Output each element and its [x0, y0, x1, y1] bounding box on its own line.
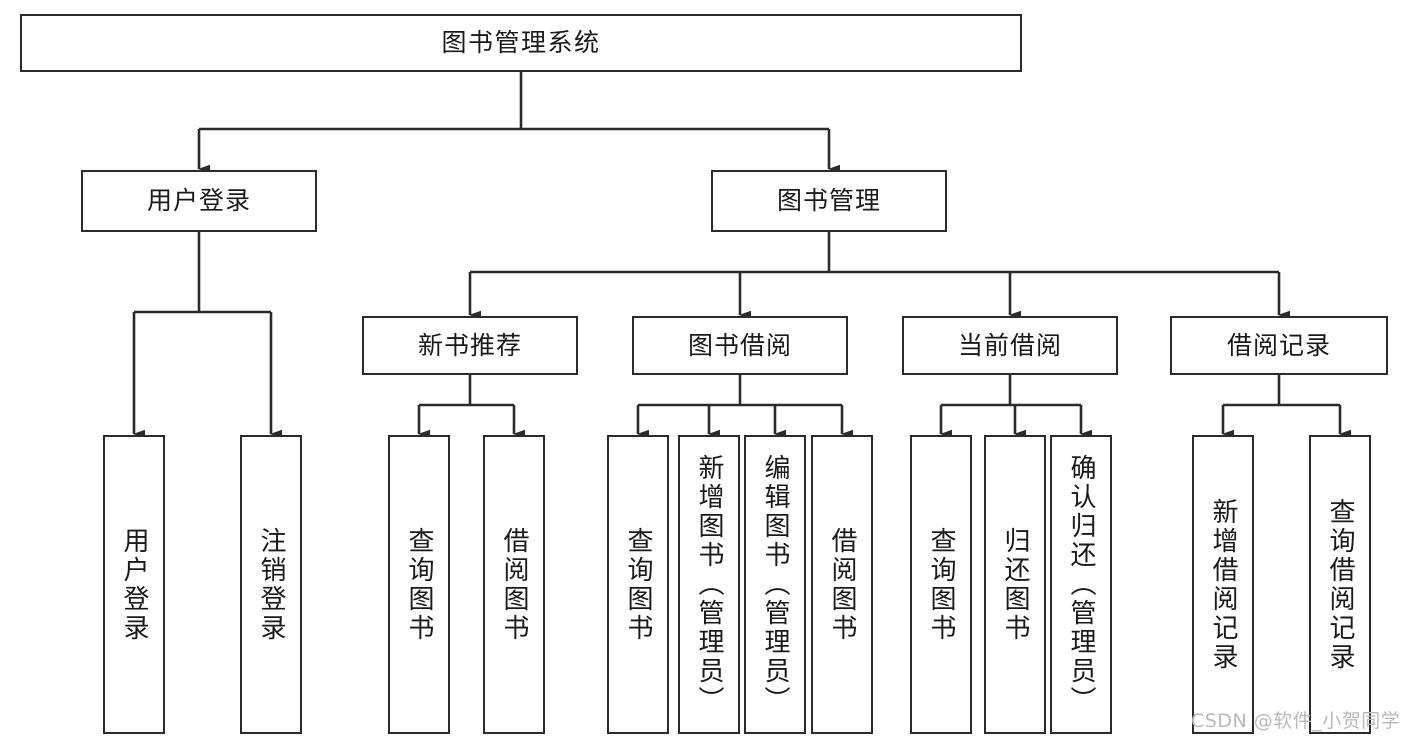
node-leaf-add-book-label: 新增图书（管理员）	[694, 454, 724, 715]
node-leaf-logout-label: 注销登录	[256, 526, 286, 643]
node-leaf-query-record[interactable]: 查询借阅记录	[1309, 435, 1371, 734]
node-leaf-query-book-2[interactable]: 查询图书	[607, 435, 669, 734]
node-user-login-label: 用户登录	[146, 186, 251, 215]
node-book-manage-label: 图书管理	[776, 186, 881, 215]
node-new-book-rec-label: 新书推荐	[417, 330, 522, 360]
node-leaf-borrow-book-1-label: 借阅图书	[499, 526, 529, 643]
node-leaf-query-record-label: 查询借阅记录	[1325, 497, 1355, 672]
node-leaf-edit-book-label: 编辑图书（管理员）	[760, 454, 790, 715]
node-leaf-add-book[interactable]: 新增图书（管理员）	[678, 435, 740, 734]
node-leaf-borrow-book-2[interactable]: 借阅图书	[811, 435, 873, 734]
node-current-borrow-label: 当前借阅	[957, 330, 1062, 360]
node-leaf-return-book[interactable]: 归还图书	[984, 435, 1046, 734]
node-new-book-rec[interactable]: 新书推荐	[362, 316, 578, 375]
node-user-login[interactable]: 用户登录	[81, 170, 317, 232]
node-leaf-user-login[interactable]: 用户登录	[103, 435, 165, 734]
node-leaf-confirm-return[interactable]: 确认归还（管理员）	[1050, 435, 1112, 734]
node-root[interactable]: 图书管理系统	[20, 14, 1022, 72]
node-leaf-user-login-label: 用户登录	[119, 526, 149, 643]
node-leaf-confirm-return-label: 确认归还（管理员）	[1066, 454, 1096, 715]
node-leaf-logout[interactable]: 注销登录	[240, 435, 302, 734]
node-book-manage[interactable]: 图书管理	[711, 170, 947, 232]
node-leaf-borrow-book-1[interactable]: 借阅图书	[483, 435, 545, 734]
node-leaf-return-book-label: 归还图书	[1000, 526, 1030, 643]
node-leaf-query-book-3-label: 查询图书	[926, 526, 956, 643]
node-leaf-add-record-label: 新增借阅记录	[1208, 497, 1238, 672]
node-book-borrow[interactable]: 图书借阅	[632, 316, 848, 375]
node-borrow-record[interactable]: 借阅记录	[1170, 316, 1388, 375]
edge-group	[132, 72, 1351, 439]
node-leaf-add-record[interactable]: 新增借阅记录	[1192, 435, 1254, 734]
node-book-borrow-label: 图书借阅	[687, 330, 792, 360]
node-leaf-query-book-3[interactable]: 查询图书	[910, 435, 972, 734]
node-leaf-query-book-2-label: 查询图书	[623, 526, 653, 643]
node-leaf-query-book-1-label: 查询图书	[404, 526, 434, 643]
node-leaf-edit-book[interactable]: 编辑图书（管理员）	[744, 435, 806, 734]
node-current-borrow[interactable]: 当前借阅	[902, 316, 1118, 375]
node-leaf-query-book-1[interactable]: 查询图书	[388, 435, 450, 734]
node-leaf-borrow-book-2-label: 借阅图书	[827, 526, 857, 643]
node-borrow-record-label: 借阅记录	[1226, 330, 1331, 360]
node-root-label: 图书管理系统	[441, 28, 601, 57]
